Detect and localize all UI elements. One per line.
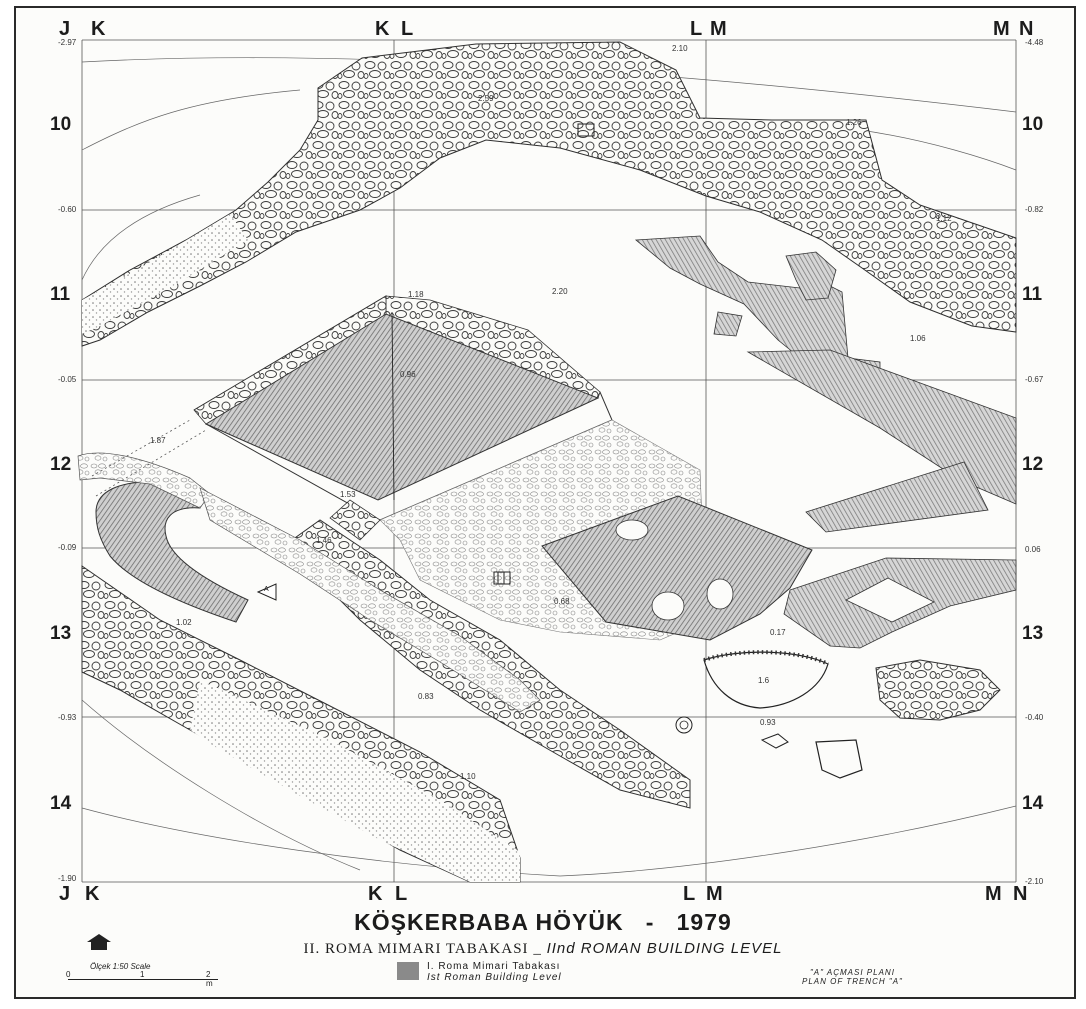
elev-right-2: -0.82 — [1025, 205, 1044, 214]
scale-tick-2: 2 m — [206, 970, 213, 988]
row-label-left-14: 14 — [50, 793, 72, 814]
elev-point-13: 0.68 — [554, 597, 570, 606]
scale-label: Ölçek 1:50 Scale — [90, 962, 151, 971]
elev-right-5: -0.40 — [1025, 713, 1044, 722]
col-label-bottom-k: K — [85, 883, 101, 905]
elev-point-9: 1.87 — [150, 436, 166, 445]
elev-left-3: -0.05 — [58, 375, 77, 384]
elev-left-2: -0.60 — [58, 205, 77, 214]
map-title-year: 1979 — [676, 909, 732, 935]
legend-turkish: I. Roma Mimari Tabakası — [427, 961, 561, 972]
elev-left-4: -0.09 — [58, 543, 77, 552]
row-label-right-12: 12 — [1022, 454, 1044, 475]
col-label-top-l2: L — [690, 18, 704, 40]
subtitle-turkish: II. ROMA MIMARI TABAKASI — [303, 941, 529, 957]
elev-right-4: 0.06 — [1025, 545, 1041, 554]
row-label-left-11: 11 — [50, 284, 71, 305]
map-subtitle: II. ROMA MIMARI TABAKASI _ IInd ROMAN BU… — [0, 940, 1086, 958]
subtitle-english: IInd ROMAN BUILDING LEVEL — [546, 940, 783, 957]
row-label-right-10: 10 — [1022, 114, 1044, 135]
row-label-left-12: 12 — [50, 454, 72, 475]
row-label-right-14: 14 — [1022, 793, 1044, 814]
scale-tick-1: 1 — [140, 970, 145, 979]
elev-right-1: -4.48 — [1025, 38, 1044, 47]
col-label-top-k: K — [91, 18, 107, 40]
elev-point-16: 0.83 — [418, 692, 434, 701]
map-title: KÖŞKERBABA HÖYÜK - 1979 — [0, 909, 1086, 936]
elev-point-14: 0.17 — [770, 628, 786, 637]
col-label-top-j: J — [59, 18, 72, 40]
col-label-top-n: N — [1019, 18, 1035, 40]
col-label-top-m: M — [710, 18, 728, 40]
subtitle-dash: _ — [533, 941, 542, 957]
plan-label-english: PLAN OF TRENCH "A" — [802, 977, 903, 986]
map-title-name: KÖŞKERBABA HÖYÜK — [354, 909, 624, 935]
col-label-top-k2: K — [375, 18, 391, 40]
elev-point-12: 1.02 — [176, 618, 192, 627]
trench-plan-label: "A" AÇMASI PLANI PLAN OF TRENCH "A" — [802, 968, 903, 986]
elev-point-11: 1.46 — [316, 536, 332, 545]
elev-point-18: 1.10 — [460, 772, 476, 781]
col-label-bottom-l2: L — [683, 883, 697, 905]
elev-point-5: 2.20 — [552, 287, 568, 296]
legend: I. Roma Mimari Tabakası Ist Roman Buildi… — [397, 961, 562, 983]
elev-left-1: -2.97 — [58, 38, 77, 47]
row-label-left-13: 13 — [50, 623, 72, 644]
elev-right-3: -0.67 — [1025, 375, 1044, 384]
row-label-right-11: 11 — [1022, 284, 1043, 305]
elev-point-17: 0.93 — [760, 718, 776, 727]
elev-left-5: -0.93 — [58, 713, 77, 722]
north-marker-icon — [87, 934, 111, 950]
elev-point-7: 0.96 — [400, 370, 416, 379]
elev-point-4: 1.12 — [936, 214, 952, 223]
legend-english: Ist Roman Building Level — [427, 972, 562, 983]
trench-marker-label: A — [264, 586, 269, 593]
elev-point-2: 2.59 — [478, 94, 494, 103]
elev-point-8: 1.06 — [910, 334, 926, 343]
scale-tick-0: 0 — [66, 970, 71, 979]
elev-right-6: -2.10 — [1025, 877, 1044, 886]
col-label-top-m2: M — [993, 18, 1011, 40]
col-label-bottom-m: M — [706, 883, 724, 905]
col-label-top-l: L — [401, 18, 415, 40]
legend-hatch-swatch — [397, 962, 419, 980]
col-label-bottom-k2: K — [368, 883, 384, 905]
elev-point-10: 1.53 — [340, 490, 356, 499]
col-label-bottom-l: L — [395, 883, 409, 905]
elev-point-3: 1.26 — [846, 118, 862, 127]
elev-point-6: 1.18 — [408, 290, 424, 299]
col-label-bottom-j: J — [59, 883, 72, 905]
elev-point-1: 2.10 — [672, 44, 688, 53]
plan-label-turkish: "A" AÇMASI PLANI — [809, 968, 895, 977]
elev-point-15: 1.6 — [758, 676, 770, 685]
scale-line — [68, 976, 218, 980]
col-label-bottom-m2: M — [985, 883, 1003, 905]
row-label-right-13: 13 — [1022, 623, 1044, 644]
elev-left-6: -1.90 — [58, 874, 77, 883]
row-label-left-10: 10 — [50, 114, 72, 135]
map-title-dash: - — [645, 909, 655, 935]
col-label-bottom-n: N — [1013, 883, 1029, 905]
